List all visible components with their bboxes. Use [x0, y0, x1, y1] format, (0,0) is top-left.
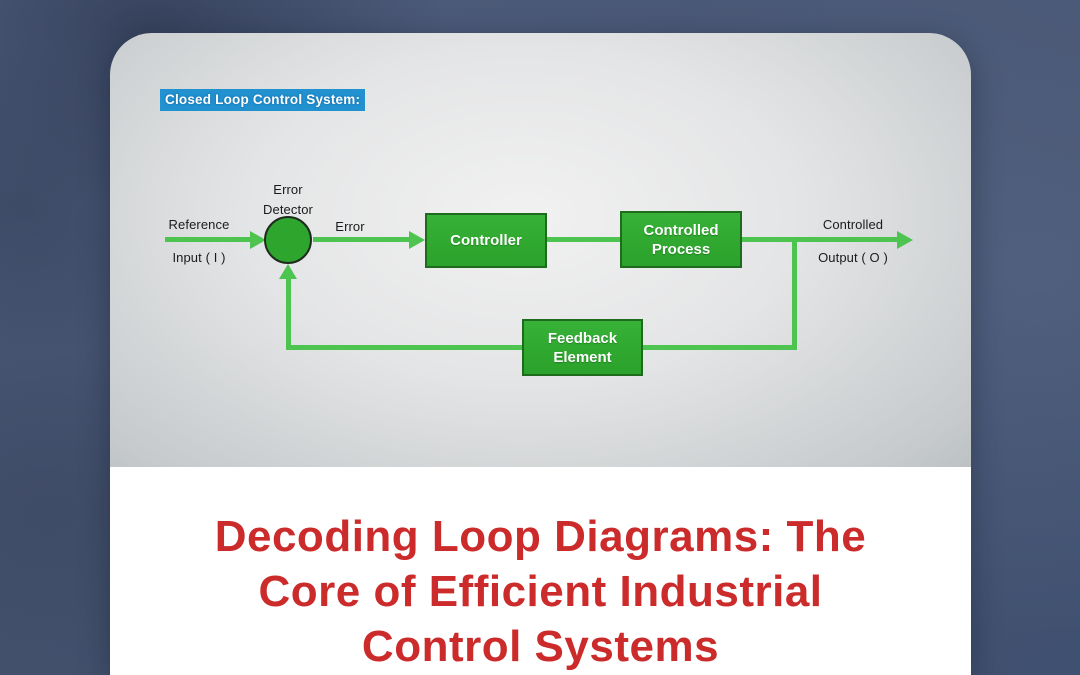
controller-node: Controller	[425, 213, 547, 268]
feedback-up-line	[286, 278, 291, 348]
reference-input-line	[165, 237, 251, 242]
caption-line-2: Core of Efficient Industrial	[258, 567, 823, 616]
output-line	[742, 237, 898, 242]
caption-line-3: Control Systems	[361, 622, 720, 671]
feedback-arrowhead-icon	[279, 264, 297, 279]
error-signal-label: Error	[335, 219, 365, 234]
diagram-title: Closed Loop Control System:	[160, 89, 366, 111]
reference-arrowhead-icon	[250, 231, 266, 249]
diagram-area: Closed Loop Control System: Error Detect…	[110, 33, 971, 467]
controlled-output-label: Controlled	[822, 217, 884, 232]
infographic-card: Closed Loop Control System: Error Detect…	[110, 33, 971, 675]
error-detector-node	[264, 216, 312, 264]
error-detector-label: Error Detector	[263, 182, 313, 217]
controlled-process-node: Controlled Process	[620, 211, 742, 268]
caption-area: Decoding Loop Diagrams: The Core of Effi…	[110, 467, 971, 675]
caption-line-1: Decoding Loop Diagrams: The	[214, 512, 867, 561]
error-signal-line	[313, 237, 410, 242]
output-arrowhead-icon	[897, 231, 913, 249]
feedback-branch-down-line	[792, 240, 797, 350]
error-arrowhead-icon	[409, 231, 425, 249]
reference-input-label: Input ( I )	[172, 250, 226, 265]
feedback-element-node: Feedback Element	[522, 319, 643, 376]
controller-process-line	[547, 237, 620, 242]
controlled-output-label2: Output ( O )	[818, 250, 888, 265]
reference-label: Reference	[168, 217, 230, 232]
